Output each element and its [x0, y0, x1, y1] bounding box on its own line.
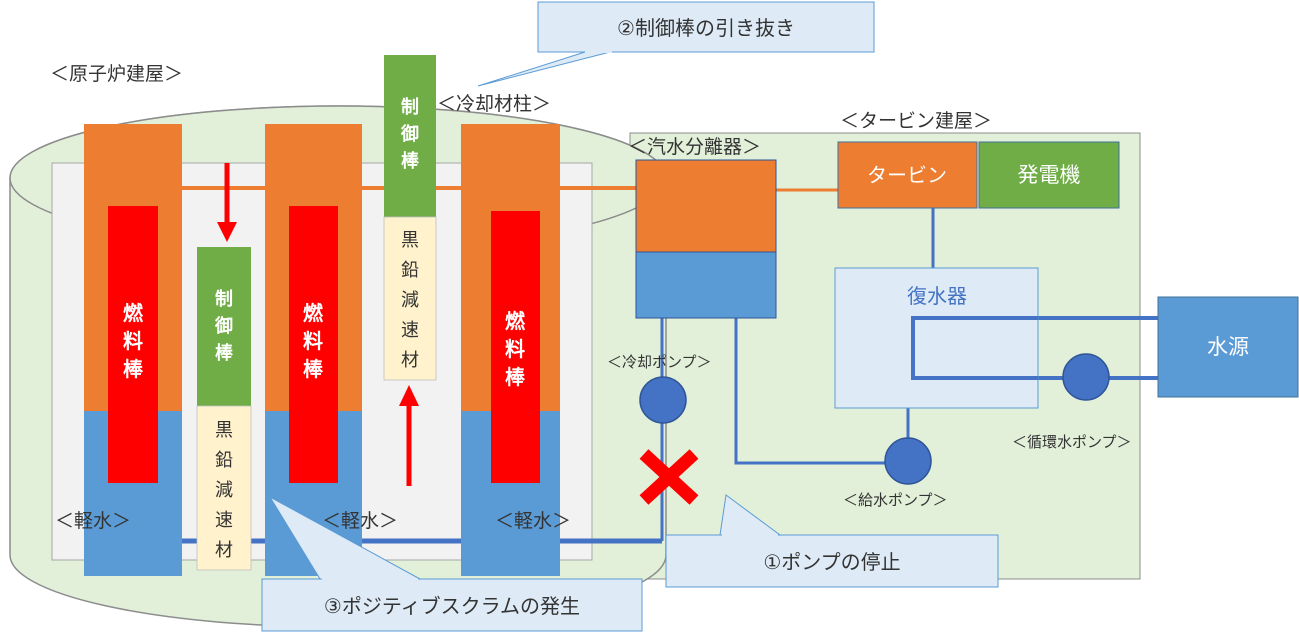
fuel-rod-1 [108, 206, 158, 483]
circulating-pump-label: ＜循環水ポンプ＞ [1012, 433, 1132, 451]
fuel-rod-2-char: 料 [303, 329, 323, 353]
moderator-2-char: 鉛 [401, 260, 419, 281]
light-water-label-3: ＜軽水＞ [495, 510, 571, 532]
feedwater-pipe [734, 318, 908, 465]
moderator-1-char: 速 [215, 510, 233, 531]
generator-box [978, 141, 1120, 209]
turbine-box [837, 141, 978, 209]
circulating-pump [1062, 353, 1110, 401]
condenser-label: 復水器 [907, 284, 967, 308]
fuel-rod-1-text: 燃 料 棒 [123, 301, 144, 381]
callout-step2-text: ②制御棒の引き抜き [617, 16, 795, 40]
steam-separator-upper [635, 159, 777, 253]
fuel-rod-3 [491, 211, 540, 483]
cooling-pump [639, 376, 687, 424]
callout-step1 [665, 494, 999, 588]
fuel-rod-2 [289, 206, 338, 483]
callout-step1-text: ①ポンプの停止 [763, 550, 900, 574]
circulating-water-loop-inner [911, 316, 1038, 380]
pump-stop-x-icon [639, 449, 699, 505]
control-rod-2 [384, 55, 436, 217]
moderator-2-char: 速 [401, 320, 419, 341]
feedwater-pump-label: ＜給水ポンプ＞ [843, 491, 948, 509]
reactor-building-label: ＜原子炉建屋＞ [50, 63, 183, 85]
fuel-rod-2-char: 燃 [303, 301, 324, 325]
control-rod-1-char: 棒 [215, 342, 234, 364]
control-rod-2-char: 棒 [401, 150, 420, 172]
cooling-pump-label: ＜冷却ポンプ＞ [607, 353, 712, 371]
feedwater-pump [884, 437, 932, 485]
water-source-label: 水源 [1207, 335, 1249, 359]
generator-label: 発電機 [1018, 163, 1081, 187]
fuel-rod-3-char: 棒 [505, 365, 526, 389]
moderator-1-char: 材 [215, 540, 233, 561]
light-water-label-2: ＜軽水＞ [322, 510, 398, 532]
condenser-box [834, 267, 1039, 409]
control-rod-2-char: 御 [400, 123, 419, 145]
fuel-rod-1-char: 棒 [123, 357, 144, 381]
callout-step2 [477, 1, 875, 87]
control-rod-1-char: 御 [214, 315, 233, 337]
graphite-moderator-1-text: 黒 鉛 減 速 材 [215, 420, 233, 561]
callout-step3-text: ③ポジティブスクラムの発生 [324, 594, 580, 618]
control-rod-2-text: 制 御 棒 [400, 97, 420, 172]
fuel-rod-2-char: 棒 [303, 357, 324, 381]
coolant-channel-label: ＜冷却材柱＞ [437, 93, 551, 115]
arrow-up [399, 385, 419, 486]
fuel-rod-3-char: 料 [505, 337, 525, 361]
moderator-1-char: 鉛 [215, 450, 233, 471]
moderator-2-char: 材 [401, 350, 419, 371]
fuel-rod-1-char: 料 [123, 329, 143, 353]
fuel-rod-3-char: 燃 [505, 309, 526, 333]
moderator-1-char: 黒 [215, 420, 233, 441]
fuel-rod-1-char: 燃 [123, 301, 144, 325]
graphite-moderator-1 [196, 405, 252, 571]
moderator-2-char: 減 [401, 290, 419, 311]
moderator-2-char: 黒 [401, 230, 419, 251]
steam-separator-label: ＜汽水分離器＞ [628, 136, 761, 158]
light-water-label-1: ＜軽水＞ [55, 510, 131, 532]
graphite-moderator-2 [383, 216, 437, 381]
graphite-moderator-2-text: 黒 鉛 減 速 材 [401, 230, 419, 371]
turbine-label: タービン [867, 163, 947, 187]
fuel-rod-3-text: 燃 料 棒 [505, 309, 526, 389]
arrow-down [217, 163, 237, 242]
control-rod-1-text: 制 御 棒 [214, 289, 234, 364]
control-rod-2-char: 制 [401, 97, 419, 118]
control-rod-1-char: 制 [215, 289, 233, 310]
water-source-box [1157, 296, 1299, 398]
turbine-building-label: ＜タービン建屋＞ [840, 110, 992, 132]
steam-separator-lower [635, 251, 777, 319]
callout-step3 [261, 495, 643, 632]
moderator-1-char: 減 [215, 480, 233, 501]
fuel-rod-2-text: 燃 料 棒 [303, 301, 324, 381]
control-rod-1 [197, 247, 251, 406]
